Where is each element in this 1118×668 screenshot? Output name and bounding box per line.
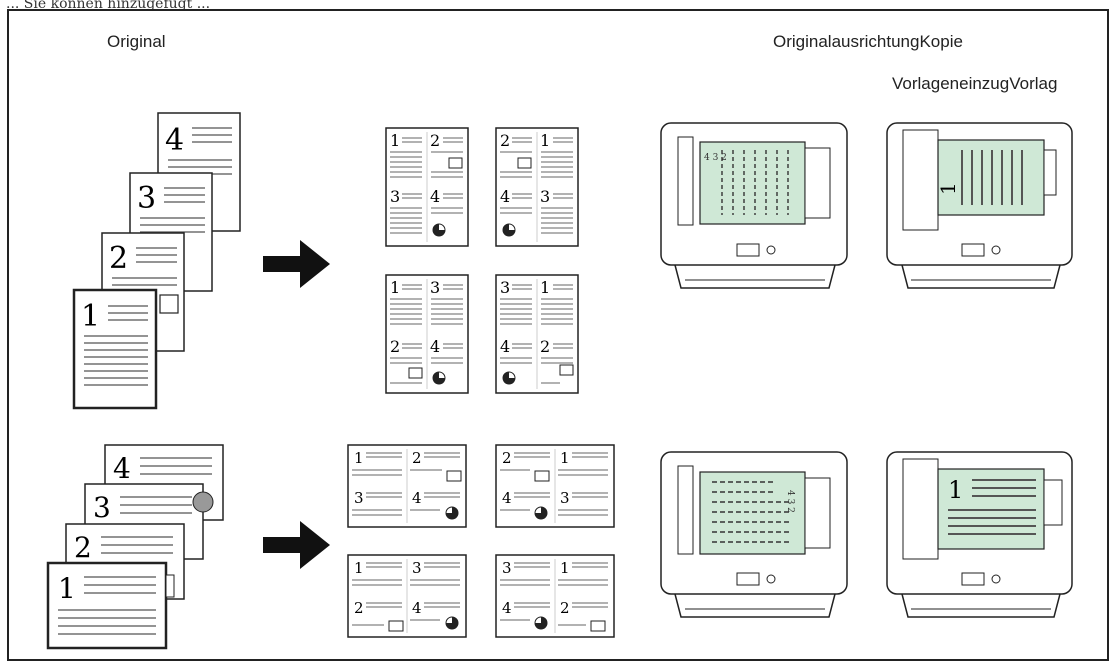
page-number: 4 xyxy=(113,452,131,485)
printer-platen-icon: 4 3 2 xyxy=(660,122,848,289)
page-number: 1 xyxy=(390,131,400,150)
page-number: 1 xyxy=(354,559,364,577)
page-number: 1 xyxy=(540,278,550,297)
page-number: 2 xyxy=(109,241,128,276)
original-label: Original xyxy=(107,32,166,51)
svg-text:4 3 2: 4 3 2 xyxy=(704,153,727,163)
page-number: 3 xyxy=(137,181,156,216)
printer-feeder-icon: 1 xyxy=(886,122,1073,289)
copy-sheets-portrait: 1 2 3 4 2 1 4 3 xyxy=(385,127,579,394)
page-number: 1 xyxy=(560,449,570,467)
copy-sheet: 2 1 4 3 xyxy=(495,444,615,528)
page-number: 3 xyxy=(390,187,400,206)
page-number: 1 xyxy=(390,278,400,297)
page-number: 1 xyxy=(540,131,550,150)
page-number: 3 xyxy=(412,559,422,577)
arrow-right-icon xyxy=(263,240,330,288)
original-page: 1 xyxy=(46,561,175,650)
page-number: 4 xyxy=(430,187,440,206)
page-number: 1 xyxy=(81,299,100,334)
page-number: 2 xyxy=(74,531,92,564)
diagram-border xyxy=(7,9,1109,661)
page-number: 3 xyxy=(93,491,111,524)
page-number: 2 xyxy=(540,337,550,356)
copy-sheet: 2 1 4 3 xyxy=(495,127,579,247)
orientation-copy-label: OriginalausrichtungKopie xyxy=(773,32,963,51)
page-number: 3 xyxy=(430,278,440,297)
page-number: 1 xyxy=(58,572,76,605)
page-number: 3 xyxy=(560,489,570,507)
feeder-page-number: 1 xyxy=(936,182,960,195)
page-number: 4 xyxy=(502,599,512,617)
page-number: 4 xyxy=(500,187,510,206)
feeder-page-number: 1 xyxy=(948,476,963,504)
printer-feeder-icon: 1 xyxy=(886,451,1073,618)
page-number: 1 xyxy=(354,449,364,467)
copy-sheets-landscape: 1 2 3 4 2 1 4 3 xyxy=(347,444,615,638)
copy-sheet: 1 2 3 4 xyxy=(385,127,469,247)
page-number: 4 xyxy=(500,337,510,356)
feeder-platen-label: VorlageneinzugVorlag xyxy=(892,74,1058,93)
copy-sheet: 1 2 3 4 xyxy=(347,444,467,528)
arrow-right-icon xyxy=(263,521,330,569)
page-number: 4 xyxy=(412,489,422,507)
page-number: 2 xyxy=(500,131,510,150)
original-stack-portrait: 4 3 2 1 xyxy=(72,112,241,410)
copy-sheet: 1 3 2 4 xyxy=(347,554,467,638)
page-number: 3 xyxy=(502,559,512,577)
original-stack-landscape: 4 3 2 1 xyxy=(46,444,224,650)
printer-platen-icon: 4 3 2 xyxy=(660,451,848,618)
page-number: 4 xyxy=(165,123,184,158)
copy-sheet: 3 1 4 2 xyxy=(495,274,579,394)
page-number: 2 xyxy=(354,599,364,617)
page-number: 2 xyxy=(560,599,570,617)
page-number: 4 xyxy=(430,337,440,356)
page-number: 3 xyxy=(354,489,364,507)
page-number: 4 xyxy=(412,599,422,617)
page-number: 4 xyxy=(502,489,512,507)
original-page: 1 xyxy=(72,288,158,410)
page-number: 2 xyxy=(390,337,400,356)
copy-sheet: 1 3 2 4 xyxy=(385,274,469,394)
page-number: 3 xyxy=(540,187,550,206)
page-number: 2 xyxy=(502,449,512,467)
page-number: 3 xyxy=(500,278,510,297)
svg-text:4 3 2: 4 3 2 xyxy=(785,490,795,513)
page-number: 2 xyxy=(430,131,440,150)
copy-sheet: 3 1 4 2 xyxy=(495,554,615,638)
page-number: 2 xyxy=(412,449,422,467)
page-number: 1 xyxy=(560,559,570,577)
